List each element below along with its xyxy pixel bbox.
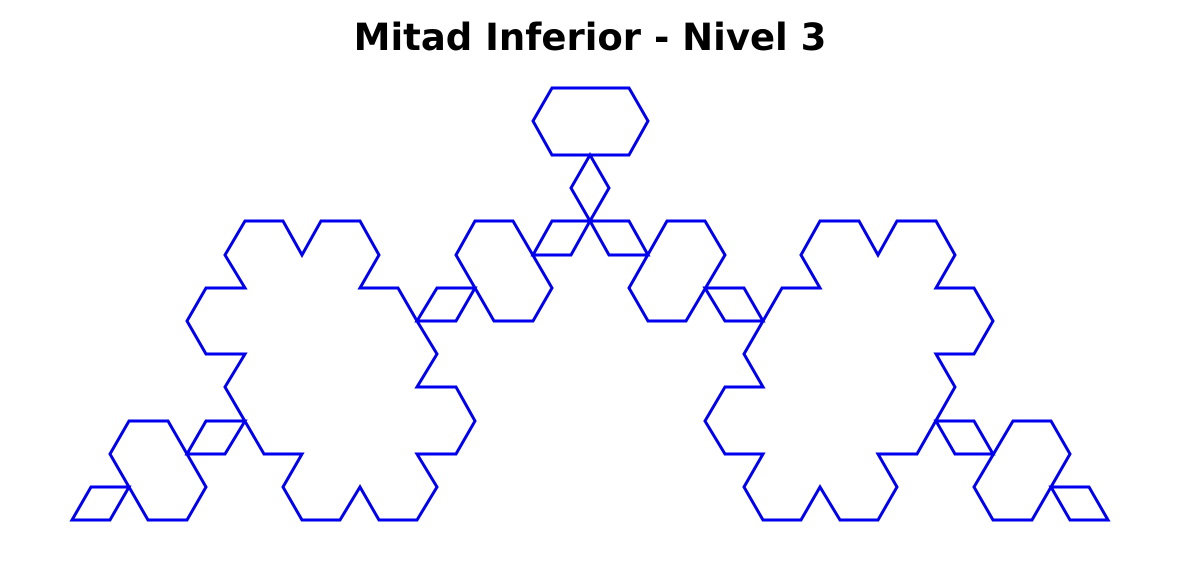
rhombus-corner-left <box>69 485 132 522</box>
figure-title: Mitad Inferior - Nivel 3 <box>353 16 827 59</box>
inner-hexagon-left <box>454 219 554 323</box>
snowflake-right <box>703 219 995 522</box>
center-diamond <box>569 151 611 225</box>
rhombus-corner-right <box>1048 485 1111 522</box>
outer-hexagon-right <box>972 419 1072 522</box>
rhombus-lower-left <box>184 419 248 456</box>
center-rhombus-left <box>530 219 593 257</box>
fractal-curve <box>69 86 1111 522</box>
center-rhombus-right <box>587 219 651 257</box>
rhombus-mid-right <box>702 286 766 323</box>
rhombus-lower-right <box>933 419 996 456</box>
top-hexagon <box>531 86 650 157</box>
inner-hexagon-right <box>627 219 727 323</box>
rhombus-mid-left <box>414 286 478 323</box>
outer-hexagon-left <box>108 419 208 522</box>
snowflake-left <box>185 219 477 522</box>
